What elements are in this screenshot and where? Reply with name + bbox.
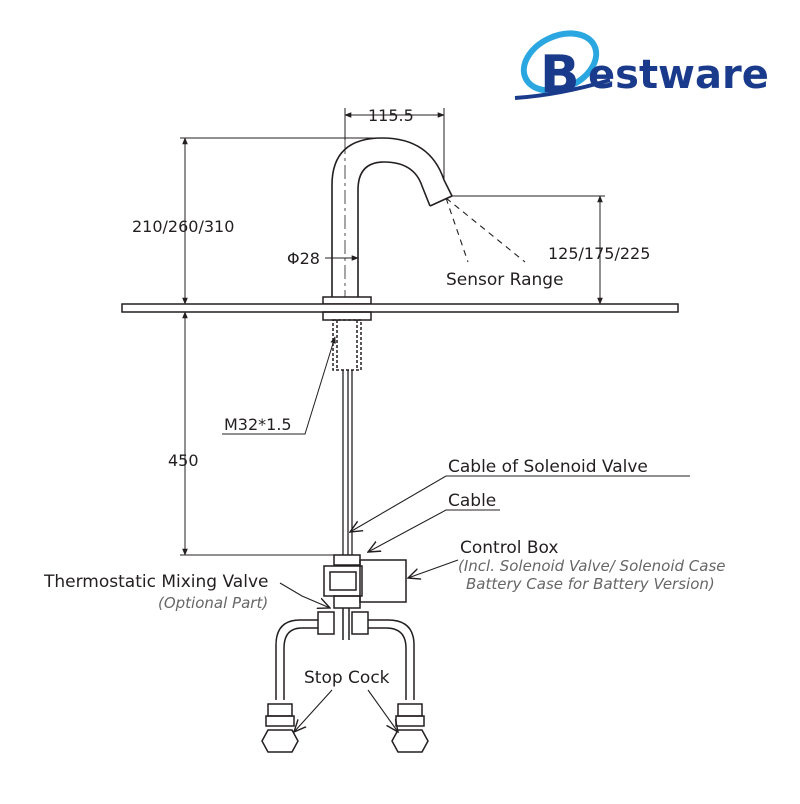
sensor-range-lines (445, 197, 526, 263)
left-connector (317, 611, 335, 635)
deck (121, 296, 679, 555)
hose-left-outer (275, 619, 318, 700)
dim-spout-reach: 115.5 (368, 106, 414, 125)
dimension-lines (180, 108, 605, 556)
dim-diameter: Φ28 (287, 249, 320, 268)
logo-swoosh (520, 30, 600, 94)
label-control-box: Control Box (460, 538, 558, 558)
control-assembly (317, 554, 407, 640)
right-connector (351, 611, 369, 635)
valve-top (333, 554, 361, 566)
label-cable-solenoid: Cable of Solenoid Valve (448, 457, 648, 477)
dim-thread: M32*1.5 (224, 415, 292, 434)
dim-spout-height: 210/260/310 (132, 217, 234, 236)
cable-leaders (350, 475, 690, 578)
label-optional-part: (Optional Part) (158, 594, 268, 612)
dim-sensor-height: 125/175/225 (548, 244, 650, 263)
label-sensor-range: Sensor Range (446, 270, 564, 290)
hose-left-inner (283, 627, 318, 700)
valve-bottom (333, 595, 361, 609)
base-flange (322, 296, 372, 305)
label-control-box-note-2: Battery Case for Battery Version) (466, 575, 715, 593)
hoses (275, 619, 415, 700)
control-box (359, 559, 407, 603)
logo-wordmark: estware (588, 52, 769, 98)
stop-cock-right (391, 703, 429, 753)
lock-nut (322, 311, 372, 321)
hose-right-outer (368, 619, 415, 700)
stop-cock-leaders (279, 582, 398, 732)
logo-letter: B (540, 45, 580, 105)
label-cable: Cable (448, 491, 496, 511)
spout-tip (429, 195, 453, 207)
brand-logo: B estware (514, 30, 769, 105)
stop-cock-left (261, 703, 299, 753)
label-stop-cock: Stop Cock (304, 668, 390, 688)
label-thermostatic-valve: Thermostatic Mixing Valve (43, 572, 268, 592)
spout (331, 137, 453, 297)
spout-inner (357, 161, 431, 297)
deck-plate (121, 303, 679, 313)
label-control-box-note-1: (Incl. Solenoid Valve/ Solenoid Case (458, 557, 726, 575)
hose-right-inner (368, 627, 407, 700)
dim-below-deck: 450 (168, 451, 199, 470)
spout-outer (331, 137, 453, 297)
logo-underline (514, 78, 611, 100)
